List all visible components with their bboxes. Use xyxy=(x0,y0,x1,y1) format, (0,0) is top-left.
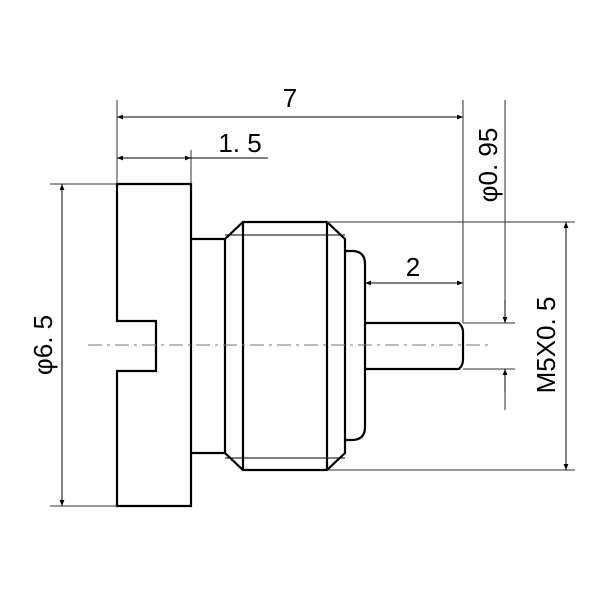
part-outline xyxy=(115,182,465,508)
dim-overall-length: 7 xyxy=(283,83,297,113)
dim-flange-diameter: φ6. 5 xyxy=(28,315,58,375)
pin xyxy=(365,321,465,371)
chamfer-lines xyxy=(241,222,329,470)
extension-lines xyxy=(50,100,575,507)
dim-pin-length: 2 xyxy=(406,252,420,282)
dimension-lines xyxy=(59,114,569,506)
dim-flange-thickness: 1. 5 xyxy=(218,128,261,158)
thread-lines xyxy=(225,234,345,459)
neck xyxy=(191,237,225,455)
dim-pin-diameter: φ0. 95 xyxy=(473,128,503,203)
flange xyxy=(115,182,193,508)
threaded-body xyxy=(223,220,347,472)
dim-thread: M5X0. 5 xyxy=(531,297,561,394)
